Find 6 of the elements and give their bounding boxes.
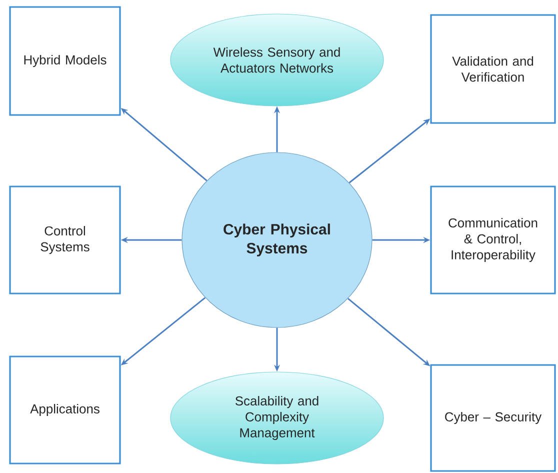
topic-box: Cyber – Security: [430, 364, 556, 472]
topic-box: Applications: [9, 356, 121, 464]
topic-box: Control Systems: [9, 186, 121, 294]
topic-box: Communication & Control, Interoperability: [430, 186, 556, 294]
topic-box: Validation and Verification: [430, 14, 556, 124]
topic-box: Hybrid Models: [9, 6, 121, 116]
